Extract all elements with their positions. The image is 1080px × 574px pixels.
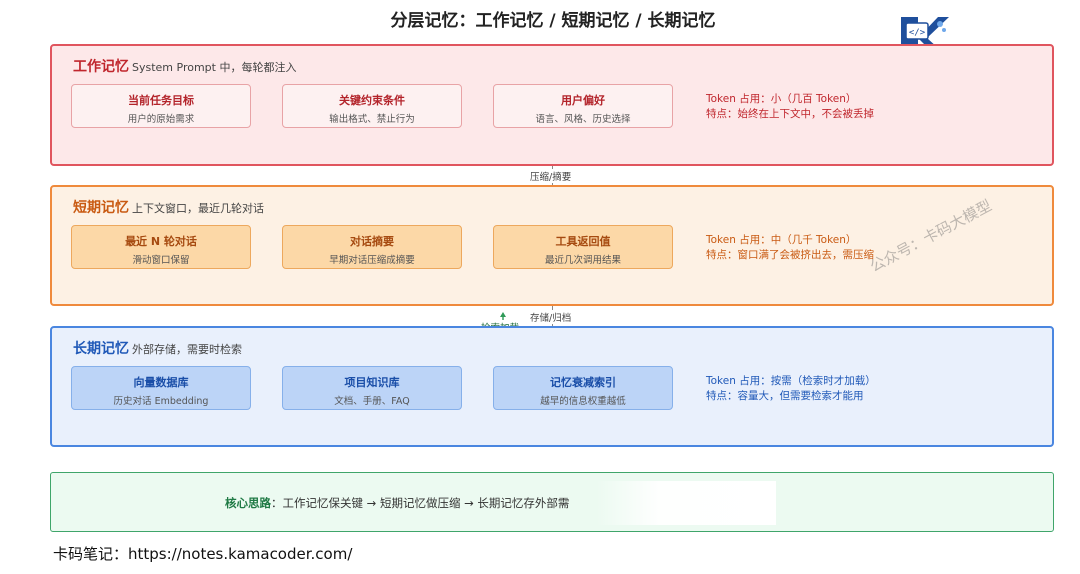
card-title: 最近 N 轮对话: [125, 235, 197, 248]
card-subtitle: 输出格式、禁止行为: [329, 114, 415, 125]
card-title: 项目知识库: [344, 376, 400, 389]
card-title: 当前任务目标: [128, 94, 194, 107]
compress-connector-label: 压缩/摘要: [528, 169, 574, 183]
card-key-constraints: 关键约束条件 输出格式、禁止行为: [282, 84, 462, 128]
long-memory-layer: 长期记忆外部存储，需要时检索 向量数据库 历史对话 Embedding 项目知识…: [50, 326, 1054, 447]
card-title: 关键约束条件: [339, 94, 405, 107]
card-subtitle: 用户的原始需求: [127, 114, 195, 125]
diagram-title: 分层记忆：工作记忆 / 短期记忆 / 长期记忆: [390, 11, 716, 31]
core-idea-label: 核心思路: [225, 496, 271, 510]
card-subtitle: 早期对话压缩成摘要: [329, 255, 415, 266]
card-title: 向量数据库: [133, 376, 189, 389]
feature-text: 特点：容量大，但需要检索才能用: [706, 390, 864, 402]
token-usage-text: Token 占用：小（几百 Token）: [706, 93, 857, 105]
card-subtitle: 文档、手册、FAQ: [334, 396, 410, 407]
svg-text:</>: </>: [909, 28, 926, 38]
card-recent-n-rounds: 最近 N 轮对话 滑动窗口保留: [71, 225, 251, 269]
short-memory-info: Token 占用：中（几千 Token） 特点：窗口满了会被挤出去，需压缩: [706, 233, 874, 263]
card-subtitle: 滑动窗口保留: [132, 255, 190, 266]
work-memory-info: Token 占用：小（几百 Token） 特点：始终在上下文中，不会被丢掉: [706, 92, 874, 122]
feature-text: 特点：窗口满了会被挤出去，需压缩: [706, 249, 874, 261]
retrieve-arrow-icon: [500, 312, 506, 321]
short-memory-header: 短期记忆上下文窗口，最近几轮对话: [73, 197, 264, 217]
work-memory-name: 工作记忆: [73, 59, 129, 75]
token-usage-text: Token 占用：中（几千 Token）: [706, 234, 857, 246]
card-project-knowledge-base: 项目知识库 文档、手册、FAQ: [282, 366, 462, 410]
archive-connector-label: 存储/归档: [528, 310, 574, 324]
core-fade-overlay: [596, 481, 776, 525]
card-vector-database: 向量数据库 历史对话 Embedding: [71, 366, 251, 410]
card-tool-return-values: 工具返回值 最近几次调用结果: [493, 225, 673, 269]
card-title: 记忆衰减索引: [550, 376, 616, 389]
work-memory-desc: System Prompt 中，每轮都注入: [132, 61, 297, 74]
footer-link-text: 卡码笔记：https://notes.kamacoder.com/: [53, 545, 353, 563]
feature-text: 特点：始终在上下文中，不会被丢掉: [706, 108, 874, 120]
long-memory-desc: 外部存储，需要时检索: [132, 343, 242, 356]
card-current-task-goal: 当前任务目标 用户的原始需求: [71, 84, 251, 128]
card-title: 对话摘要: [350, 235, 394, 248]
long-memory-info: Token 占用：按需（检索时才加载） 特点：容量大，但需要检索才能用: [706, 374, 876, 404]
short-memory-layer: 短期记忆上下文窗口，最近几轮对话 最近 N 轮对话 滑动窗口保留 对话摘要 早期…: [50, 185, 1054, 306]
card-dialogue-summary: 对话摘要 早期对话压缩成摘要: [282, 225, 462, 269]
long-memory-header: 长期记忆外部存储，需要时检索: [73, 338, 242, 358]
card-user-preferences: 用户偏好 语言、风格、历史选择: [493, 84, 673, 128]
long-memory-name: 长期记忆: [73, 341, 129, 357]
card-subtitle: 越早的信息权重越低: [540, 396, 626, 407]
core-idea-text: 核心思路：工作记忆保关键 → 短期记忆做压缩 → 长期记忆存外部需: [225, 495, 569, 511]
card-title: 用户偏好: [561, 94, 605, 107]
core-idea-box: 核心思路：工作记忆保关键 → 短期记忆做压缩 → 长期记忆存外部需: [50, 472, 1054, 532]
card-subtitle: 最近几次调用结果: [544, 255, 621, 266]
card-title: 工具返回值: [555, 235, 611, 248]
short-memory-name: 短期记忆: [73, 200, 129, 216]
token-usage-text: Token 占用：按需（检索时才加载）: [706, 375, 876, 387]
core-idea-content: ：工作记忆保关键 → 短期记忆做压缩 → 长期记忆存外部需: [271, 496, 570, 510]
short-memory-desc: 上下文窗口，最近几轮对话: [132, 202, 264, 215]
card-subtitle: 语言、风格、历史选择: [535, 114, 631, 125]
card-memory-decay-index: 记忆衰减索引 越早的信息权重越低: [493, 366, 673, 410]
card-subtitle: 历史对话 Embedding: [113, 396, 209, 407]
